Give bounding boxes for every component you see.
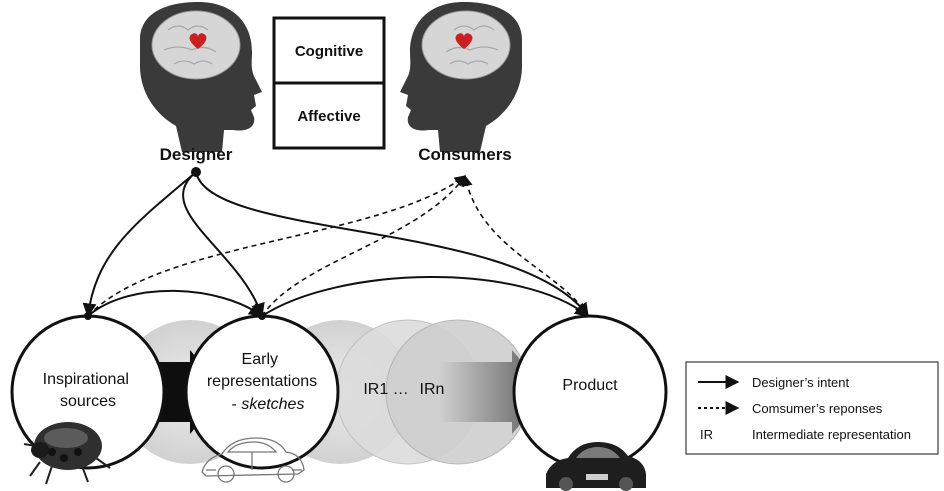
affective-label: Affective <box>297 108 360 125</box>
designer-node <box>191 167 201 177</box>
legend-ir-abbr: IR <box>700 427 713 442</box>
legend-solid-label: Designer’s intent <box>752 375 849 390</box>
ir1-label: IR1 … <box>363 381 408 398</box>
early-repr-circle <box>184 314 340 470</box>
consumers-label: Consumers <box>418 145 512 164</box>
car-sketch-icon <box>201 437 305 483</box>
designer-label: Designer <box>160 145 233 164</box>
consumer-response-arrows <box>87 174 589 317</box>
sketches-label: - sketches <box>232 396 305 413</box>
early-repr-label: Early representations <box>207 351 317 390</box>
car-photo-icon <box>546 442 646 491</box>
cognitive-label: Cognitive <box>295 43 363 60</box>
designer-head-icon <box>140 2 262 152</box>
cognitive-affective-box: Cognitive Affective <box>272 16 386 150</box>
heart-icon <box>189 33 207 49</box>
irn-label: IRn <box>420 381 445 398</box>
designer-intent-arrows <box>82 171 590 318</box>
legend-ir-full: Intermediate representation <box>752 427 911 442</box>
legend: Designer’s intent Comsumer’s reponses IR… <box>685 361 939 455</box>
consumer-head-icon <box>400 2 522 152</box>
product-label: Product <box>562 377 618 394</box>
legend-dotted-label: Comsumer’s reponses <box>752 401 883 416</box>
inspirational-label: Inspirational sources <box>43 371 134 410</box>
ladybug-icon <box>23 422 111 485</box>
